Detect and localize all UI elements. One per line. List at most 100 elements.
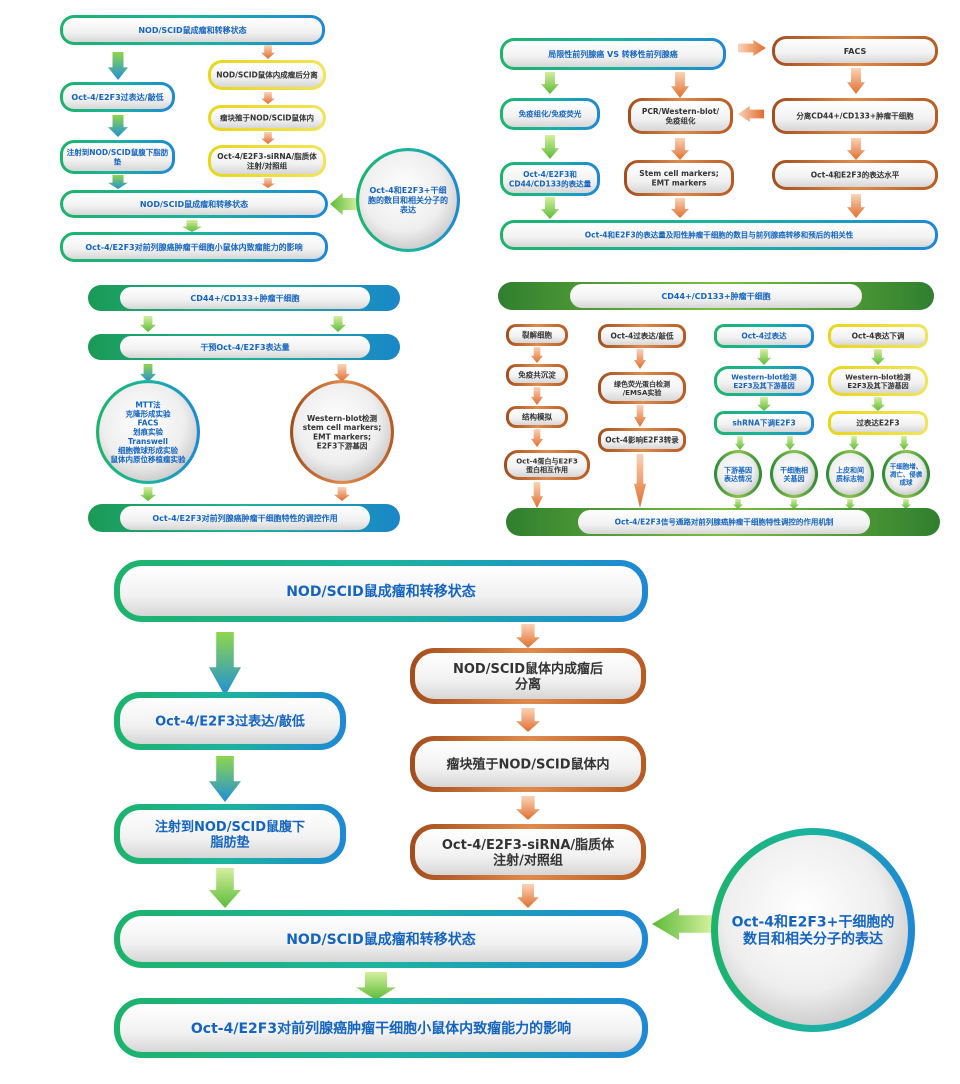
d-circ-1-label: 干细胞相关基因 <box>780 465 808 483</box>
a-right2-box <box>211 108 323 128</box>
c-circle-left <box>99 383 197 481</box>
a-right3-box-label: Oct-4/E2F3-siRNA/脂质体注射/对照组 <box>217 151 317 170</box>
c-bottom-label: Oct-4/E2F3对前列腺癌肿瘤干细胞特性的调控作用 <box>152 513 337 523</box>
b-arrow-8 <box>671 198 689 218</box>
a-top-box <box>63 18 322 42</box>
e-arrow-r0 <box>516 624 540 648</box>
b-arrow-4 <box>541 135 559 159</box>
d-circ-2 <box>829 453 871 495</box>
d-c1-0-label: 裂解细胞 <box>522 330 552 340</box>
d-c1-0 <box>509 327 565 343</box>
d-c2-0-label: Oct-4过表达/敲低 <box>611 331 674 341</box>
b-arrow-3 <box>847 68 865 94</box>
a-arrow-r0 <box>261 45 275 59</box>
a-left1-box-label: Oct-4/E2F3过表达/敲低 <box>71 92 163 102</box>
d-c4-a4 <box>899 436 909 450</box>
b-sort-box <box>775 101 935 131</box>
b-bottom-box <box>503 223 935 247</box>
b-top-box <box>503 41 723 67</box>
c-arrow-5 <box>140 487 156 501</box>
e-right1-box <box>415 653 641 699</box>
c-mid <box>120 336 370 358</box>
d-c3-0 <box>717 327 811 345</box>
d-circ-3-label: 干细胞增、凋亡、侵袭成球 <box>890 461 923 486</box>
d-c3-a1 <box>757 349 771 365</box>
d-c2-a3 <box>634 454 646 508</box>
d-c1-a1 <box>531 347 543 363</box>
d-c3-a4 <box>785 436 795 450</box>
a-top-box-label: NOD/SCID鼠成瘤和转移状态 <box>138 25 246 35</box>
c-mid-label: 干预Oct-4/E2F3表达量 <box>200 342 289 352</box>
a-arrow-2 <box>108 115 128 137</box>
e-right2-box-label: 瘤块殖于NOD/SCID鼠体内 <box>446 757 609 773</box>
a-arrow-r1 <box>261 92 275 104</box>
b-arrow-5 <box>671 138 689 160</box>
d-c3-2-label: shRNA下调E2F3 <box>732 419 795 428</box>
e-mid-box-label: NOD/SCID鼠成瘤和转移状态 <box>286 931 476 948</box>
a-arrow-4 <box>182 220 202 232</box>
e-left2-box <box>120 810 340 858</box>
e-bottom-box-label: Oct-4/E2F3对前列腺癌肿瘤干细胞小鼠体内致瘤能力的影响 <box>191 1020 571 1037</box>
b-arrow-1 <box>541 72 559 94</box>
d-bottom-label: Oct-4/E2F3信号通路对前列腺癌肿瘤干细胞特性调控的作用机制 <box>615 517 834 527</box>
a-bottom-box-label: Oct-4/E2F3对前列腺癌肿瘤干细胞小鼠体内致瘤能力的影响 <box>85 242 302 252</box>
d-c3-0-label: Oct-4过表达 <box>741 331 787 341</box>
e-left1-box <box>120 698 340 744</box>
shapes-layer <box>60 15 940 1058</box>
e-arrow-4 <box>356 972 396 1000</box>
d-c1-a4 <box>531 482 543 508</box>
e-top-box-label: NOD/SCID鼠成瘤和转移状态 <box>286 583 476 600</box>
a-arrow-3 <box>108 175 128 189</box>
c-top-label: CD44+/CD133+肿瘤干细胞 <box>190 293 299 303</box>
a-arrow-1 <box>108 52 128 80</box>
e-right3-box <box>415 829 641 875</box>
a-right1-box-label: NOD/SCID鼠体内成瘤后分离 <box>216 70 318 80</box>
c-arrow-4 <box>334 364 350 382</box>
text-layer: NOD/SCID鼠成瘤和转移状态 Oct-4/E2F3过表达/敲低注射到NOD/S… <box>67 25 923 1037</box>
d-c4-a1 <box>871 349 885 365</box>
d-c2-2-label: Oct-4影响E2F3转录 <box>605 435 679 445</box>
d-c4-1 <box>831 369 925 393</box>
d-circ-3 <box>885 453 927 495</box>
b-sort-box-label: 分离CD44+/CD133+肿瘤干细胞 <box>796 111 914 121</box>
e-circle-label: Oct-4和E2F3+干细胞的数目和相关分子的表达 <box>732 914 895 948</box>
a-left2-box-label: 注射到NOD/SCID鼠腹下脂肪垫 <box>67 147 169 166</box>
e-right2-box <box>415 741 641 787</box>
d-c1-a2 <box>531 387 543 405</box>
d-c2-a2 <box>634 405 646 427</box>
d-top-label: CD44+/CD133+肿瘤干细胞 <box>661 291 770 301</box>
c-circle-right <box>293 383 391 481</box>
d-c4-0 <box>831 327 925 345</box>
a-mid-box <box>63 193 325 215</box>
d-top <box>570 284 862 308</box>
b-pcr-box <box>631 101 730 131</box>
e-arrow-l1 <box>209 632 241 696</box>
d-c3-a3 <box>735 436 745 450</box>
e-arrow-r2 <box>516 796 540 820</box>
d-circ-a1 <box>789 499 799 509</box>
b-arrow-6 <box>847 138 865 160</box>
e-bottom-box <box>120 1004 642 1052</box>
b-immuno-box <box>503 101 597 127</box>
a-arrow-r3 <box>261 178 275 188</box>
d-c1-2 <box>509 409 565 425</box>
a-arrow-circle <box>330 193 358 215</box>
e-arrow-l3 <box>209 868 241 908</box>
b-facs-box <box>775 39 935 63</box>
d-circ-a3 <box>901 499 911 509</box>
d-c1-1 <box>509 367 565 383</box>
a-arrow-r2 <box>261 132 275 144</box>
b-arrow-2 <box>671 72 689 98</box>
a-left1-box <box>63 85 172 109</box>
d-c3-a2 <box>757 397 771 411</box>
c-arrow-6 <box>334 487 350 501</box>
b-arrow-facs <box>738 40 766 56</box>
e-mid-box <box>120 916 642 962</box>
b-level-box <box>775 163 935 187</box>
d-bottom <box>578 510 870 534</box>
